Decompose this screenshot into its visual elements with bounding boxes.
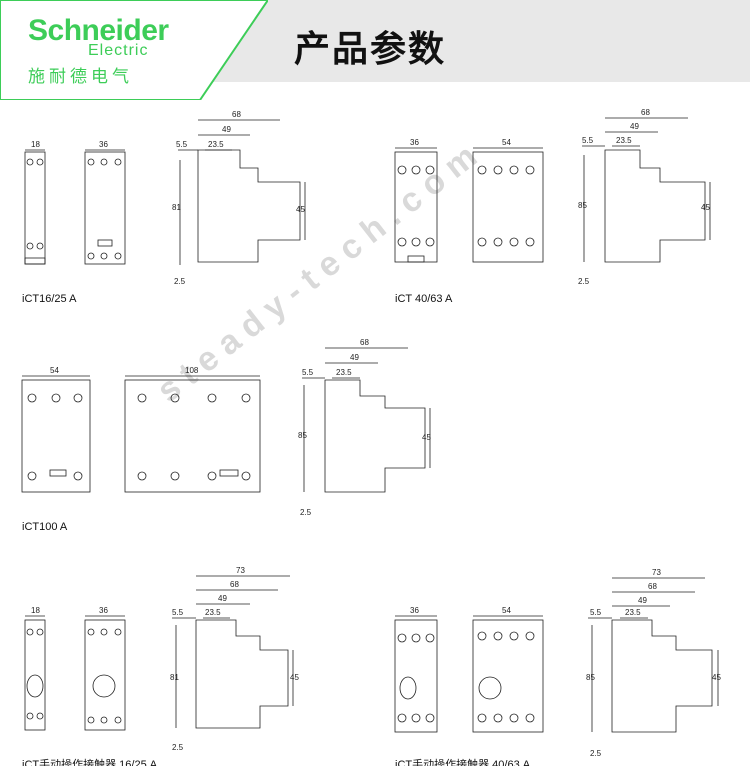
dim-36: 36 [99,606,108,615]
manual40-front-36: 36 [394,606,438,733]
dim-85: 85 [298,431,307,440]
page-title: 产品参数 [294,28,447,69]
dim-108: 108 [185,366,199,375]
dim-5-5: 5.5 [302,368,314,377]
dim-36: 36 [410,606,419,615]
dim-2-5: 2.5 [578,277,590,286]
dim-23-5: 23.5 [336,368,352,377]
dim-23-5: 23.5 [208,140,224,149]
dim-23-5: 23.5 [616,136,632,145]
ict100-side: 68 49 23.5 5.5 85 45 2.5 [298,338,431,517]
dim-73: 73 [652,568,661,577]
caption-ict40: iCT 40/63 A [395,293,453,305]
dim-5-5: 5.5 [582,136,594,145]
dim-45: 45 [712,673,721,682]
manual16-side: 73 68 49 23.5 5.5 81 45 2.5 [170,566,299,752]
dim-2-5: 2.5 [172,743,184,752]
ict16-front-18: 18 [24,140,46,265]
dim-2-5: 2.5 [174,277,186,286]
dim-49: 49 [222,125,231,134]
dim-49: 49 [638,596,647,605]
logo-cn: 施耐德电气 [28,67,133,86]
dim-54: 54 [50,366,59,375]
dim-45: 45 [422,433,431,442]
dim-45: 45 [701,203,710,212]
dim-68: 68 [230,580,239,589]
dim-54: 54 [502,606,511,615]
dim-49: 49 [630,122,639,131]
dim-18: 18 [31,606,40,615]
header: Schneider Electric 施耐德电气 产品参数 [0,0,750,100]
ict16-side: 68 49 23.5 5.5 81 45 2.5 [172,110,305,286]
caption-ict16: iCT16/25 A [22,293,77,305]
manual16-front-36: 36 [84,606,126,731]
dim-68: 68 [641,108,650,117]
logo-sub: Electric [88,42,149,59]
ict40-front-54: 54 [472,138,544,263]
dim-36: 36 [410,138,419,147]
ict100-front-108: 108 [124,366,261,493]
ict40-front-36: 36 [394,138,438,263]
ict100-front-54: 54 [21,366,91,493]
dim-18: 18 [31,140,40,149]
manual40-front-54: 54 [472,606,544,733]
logo-name: Schneider [28,14,169,47]
dim-73: 73 [236,566,245,575]
dim-49: 49 [350,353,359,362]
dim-81: 81 [170,673,179,682]
manual40-side: 73 68 49 23.5 5.5 85 45 2.5 [586,568,721,758]
schneider-logo: Schneider Electric 施耐德电气 [0,0,268,100]
dim-36: 36 [99,140,108,149]
dim-45: 45 [296,205,305,214]
ict16-front-36: 36 [84,140,126,265]
dim-49: 49 [218,594,227,603]
dim-23-5: 23.5 [205,608,221,617]
dim-2-5: 2.5 [590,749,602,758]
dim-85: 85 [586,673,595,682]
dim-5-5: 5.5 [176,140,188,149]
dim-85: 85 [578,201,587,210]
dim-23-5: 23.5 [625,608,641,617]
dim-54: 54 [502,138,511,147]
dim-2-5: 2.5 [300,508,312,517]
dim-45: 45 [290,673,299,682]
logo-panel [0,0,268,100]
caption-bottom-left: iCT手动操作接触器 16/25 A [22,757,158,766]
dim-68: 68 [232,110,241,119]
dim-68: 68 [360,338,369,347]
dim-5-5: 5.5 [590,608,602,617]
dim-81: 81 [172,203,181,212]
caption-bottom-right: iCT手动操作接触器 40/63 A [395,757,531,766]
ict40-side: 68 49 23.5 5.5 85 45 2.5 [578,108,710,286]
dim-5-5: 5.5 [172,608,184,617]
dim-68: 68 [648,582,657,591]
caption-ict100: iCT100 A [22,521,68,533]
manual16-front-18: 18 [24,606,46,731]
